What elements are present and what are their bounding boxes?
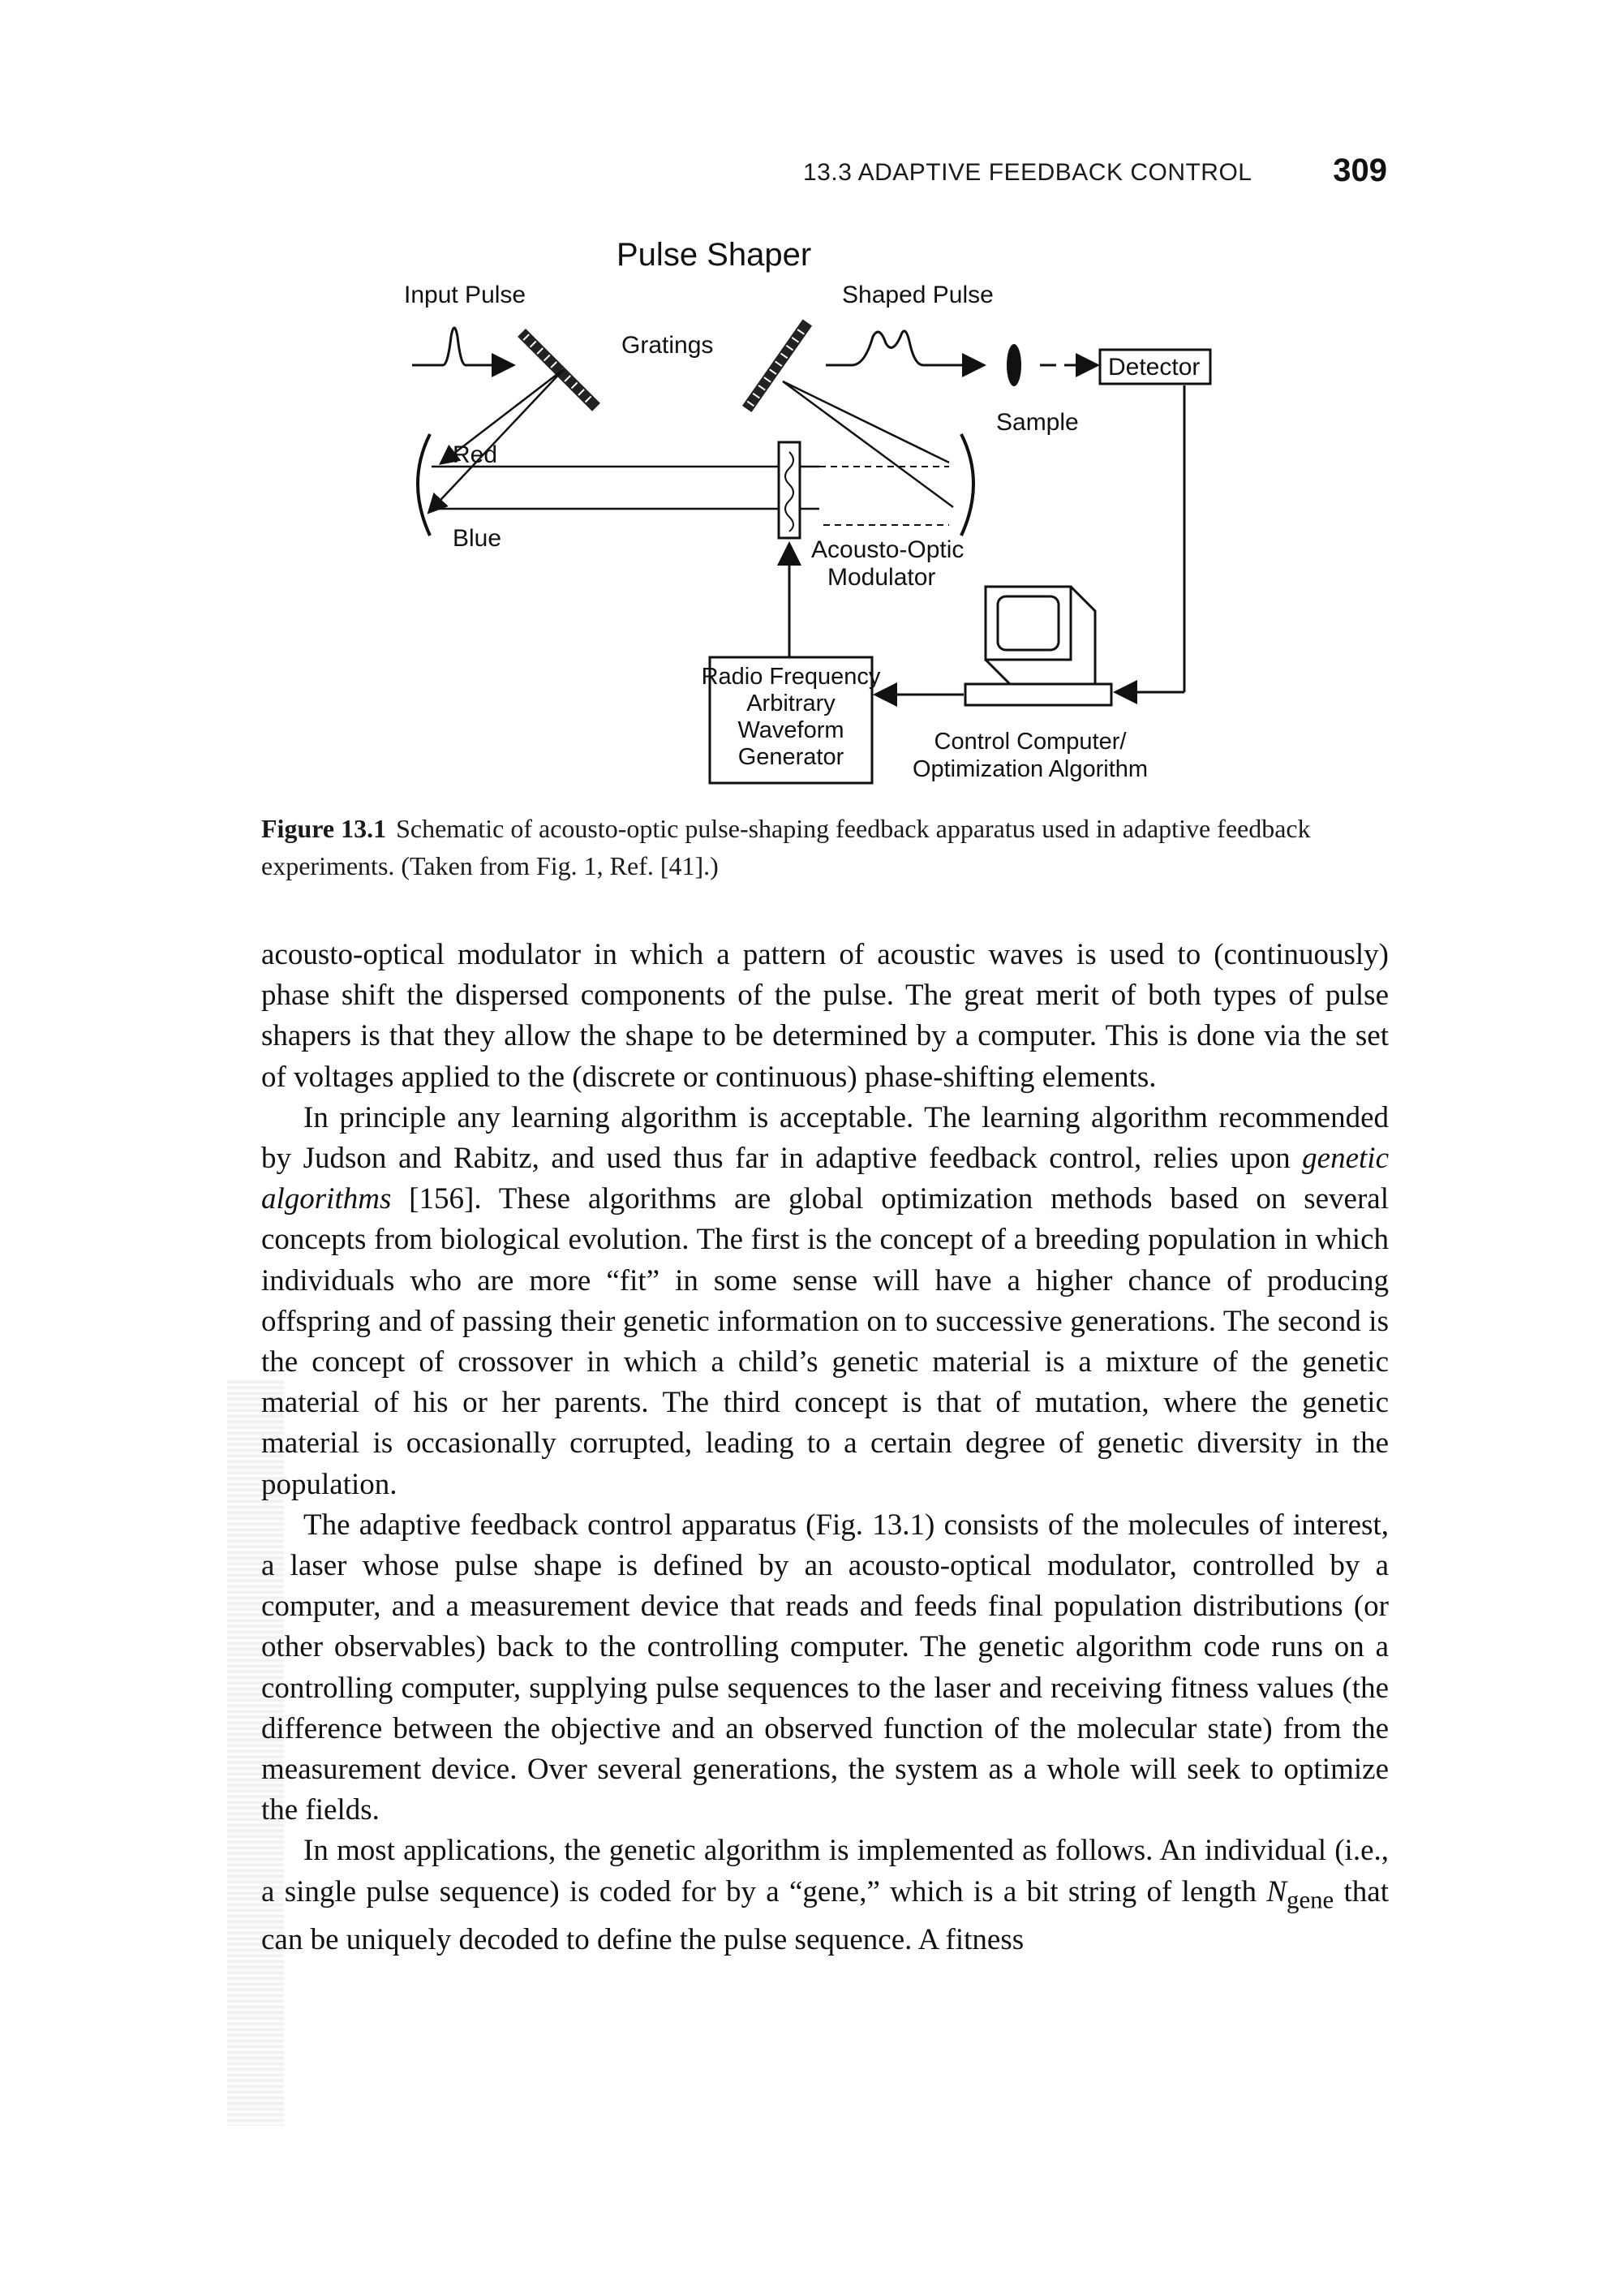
rf-label-line1: Radio Frequency bbox=[702, 664, 881, 690]
aom-label-line1: Acousto-Optic bbox=[811, 536, 964, 563]
paragraph-4: In most applications, the genetic algori… bbox=[261, 1834, 1390, 1957]
genetic-algorithms-term: genetic algorithms bbox=[261, 1142, 1389, 1216]
page-header: 13.3 ADAPTIVE FEEDBACK CONTROL 309 bbox=[803, 153, 1387, 195]
paragraph-3: The adaptive feedback control apparatus … bbox=[261, 1508, 1389, 1827]
caption-label: Figure 13.1 bbox=[261, 814, 387, 843]
n-gene-subscript: gene bbox=[1287, 1886, 1334, 1914]
control-computer-icon bbox=[964, 585, 1113, 707]
n-gene-symbol: N bbox=[1266, 1874, 1287, 1908]
scan-binding-edge bbox=[227, 1379, 284, 2126]
shaped-pulse-label: Shaped Pulse bbox=[842, 282, 994, 308]
computer-label-line1: Control Computer/ bbox=[934, 729, 1128, 755]
left-grating bbox=[518, 329, 600, 411]
page-number: 309 bbox=[1333, 153, 1387, 188]
computer-label-line2: Optimization Algorithm bbox=[913, 756, 1148, 782]
input-pulse-label: Input Pulse bbox=[404, 282, 526, 308]
paragraph-2: In principle any learning algorithm is a… bbox=[261, 1100, 1389, 1501]
sample-label: Sample bbox=[996, 409, 1079, 436]
rf-generator-box bbox=[708, 656, 874, 785]
rf-label-line2: Arbitrary bbox=[746, 691, 836, 716]
input-pulse-shape bbox=[412, 326, 516, 377]
detector-box bbox=[1098, 348, 1212, 385]
body-text: acousto-optical modulator in which a pat… bbox=[261, 935, 1389, 1960]
left-curved-mirror bbox=[416, 433, 432, 536]
right-curved-mirror bbox=[960, 433, 975, 536]
red-label: Red bbox=[453, 441, 497, 468]
detector-label: Detector bbox=[1108, 354, 1200, 381]
right-grating bbox=[742, 319, 813, 413]
figure-title: Pulse Shaper bbox=[617, 237, 811, 273]
rf-label-line4: Generator bbox=[738, 744, 844, 770]
acousto-optic-modulator bbox=[777, 441, 801, 540]
running-title: 13.3 ADAPTIVE FEEDBACK CONTROL bbox=[803, 159, 1252, 186]
gratings-label: Gratings bbox=[621, 332, 713, 359]
blue-label: Blue bbox=[453, 525, 501, 552]
rf-label-line3: Waveform bbox=[737, 717, 844, 743]
aom-label-line2: Modulator bbox=[827, 564, 935, 591]
sample-cell bbox=[1007, 344, 1021, 386]
caption-text: Schematic of acousto-optic pulse-shaping… bbox=[261, 814, 1311, 880]
figure-pulse-shaper-schematic: Pulse Shaper Input Pulse Gratings bbox=[381, 231, 1290, 799]
shaped-pulse-shape bbox=[826, 329, 986, 377]
paragraph-1: acousto-optical modulator in which a pat… bbox=[261, 938, 1389, 1094]
